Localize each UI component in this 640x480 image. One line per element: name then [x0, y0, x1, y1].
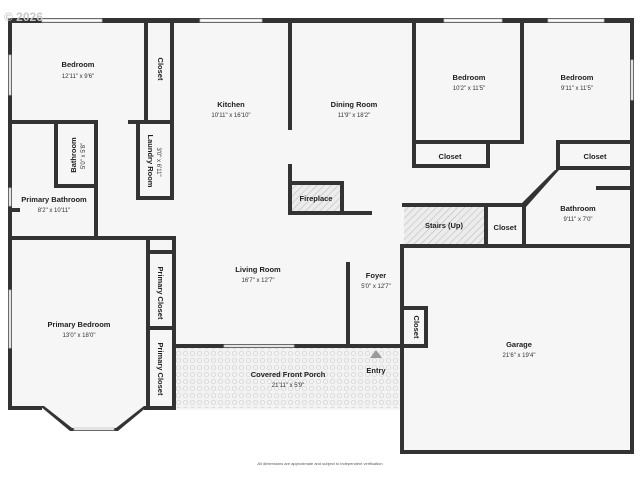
bathroom-small-dims: 5'0" x 5'8": [81, 143, 87, 169]
kitchen-name: Kitchen: [217, 100, 245, 109]
covered-porch-name: Covered Front Porch: [251, 370, 326, 379]
bathroom-east-dims: 9'11" x 7'0": [563, 217, 592, 223]
living-room-dims: 16'7" x 12'7": [242, 278, 275, 284]
primary-closet-1-name: Primary Closet: [156, 267, 165, 320]
footnote: All dimensions are approximate and subje…: [257, 461, 382, 466]
laundry-room-dims: 3'0" x 6'11": [155, 147, 161, 176]
laundry-room-name: Laundry Room: [146, 135, 155, 188]
porch-floor-pattern: [174, 348, 402, 408]
primary-bedroom-name: Primary Bedroom: [48, 320, 111, 329]
stairs-name: Stairs (Up): [425, 221, 463, 230]
stairs-hatch: [404, 206, 484, 244]
closet-ne-name: Closet: [584, 152, 607, 161]
bedroom-nw-name: Bedroom: [62, 60, 95, 69]
primary-closet-2-name: Primary Closet: [156, 343, 165, 396]
fireplace-name: Fireplace: [300, 194, 333, 203]
bedroom-ne-dims: 9'11" x 11'5": [561, 86, 593, 92]
bathroom-east-name: Bathroom: [560, 204, 596, 213]
closet-stairs-name: Closet: [494, 223, 517, 232]
living-room-name: Living Room: [235, 265, 281, 274]
closet-garage-name: Closet: [412, 316, 421, 339]
primary-bedroom-dims: 13'0" x 18'0": [63, 333, 96, 339]
entry-name: Entry: [366, 366, 386, 375]
closet-nw-name: Closet: [156, 58, 165, 81]
dining-room-name: Dining Room: [331, 100, 378, 109]
primary-bathroom-dims: 8'2" x 10'11": [38, 208, 70, 214]
bedroom-nw-dims: 12'11" x 9'6": [62, 74, 94, 80]
foyer-dims: 5'0" x 12'7": [361, 284, 391, 290]
primary-bathroom-name: Primary Bathroom: [21, 195, 87, 204]
windows: [8, 18, 634, 431]
watermark: © 2026: [4, 10, 43, 24]
kitchen-dims: 10'11" x 16'10": [211, 113, 250, 119]
bedroom-ne-name: Bedroom: [561, 73, 594, 82]
closet-mid-name: Closet: [439, 152, 462, 161]
covered-porch-dims: 21'11" x 5'9": [272, 383, 304, 389]
entry-arrow-icon: [370, 350, 382, 358]
dining-room-dims: 11'9" x 18'2": [338, 113, 370, 119]
walls: [8, 18, 634, 454]
bedroom-mid-name: Bedroom: [453, 73, 486, 82]
bathroom-small-name: Bathroom: [69, 137, 78, 173]
room-labels: © 2026 Bedroom 12'11" x 9'6" Closet Kitc…: [4, 10, 607, 466]
bedroom-mid-dims: 10'2" x 11'5": [453, 86, 485, 92]
garage-name: Garage: [506, 340, 532, 349]
foyer-name: Foyer: [366, 271, 387, 280]
garage-dims: 21'6" x 19'4": [503, 353, 536, 359]
fireplace-hatch: [292, 185, 340, 211]
